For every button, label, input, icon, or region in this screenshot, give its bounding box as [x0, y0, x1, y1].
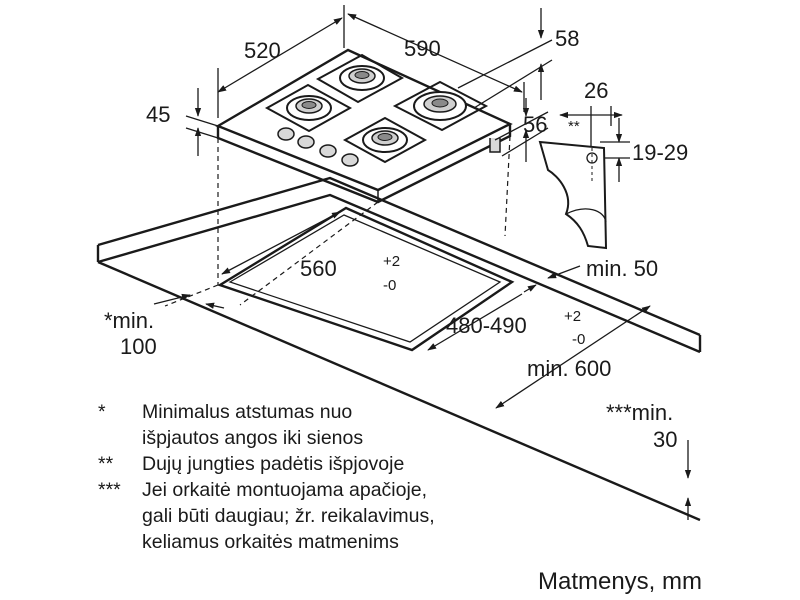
dim-cutout-width-tol-minus: -0	[383, 277, 396, 294]
footnote-mark: **	[98, 453, 114, 475]
dim-cutout-width-tol-plus: +2	[383, 253, 400, 270]
dim-min-back: min. 50	[586, 256, 658, 281]
dim-cutout-depth-tol-plus: +2	[564, 308, 581, 325]
burner-left	[264, 83, 353, 133]
footnote-text: Dujų jungties padėtis išpjovoje	[142, 453, 405, 475]
dim-width: 520	[244, 38, 281, 63]
control-knobs	[277, 127, 359, 167]
dim-cutout-width: 560	[300, 256, 337, 281]
dim-min-side-line1: *min.	[104, 308, 154, 333]
dim-depth: 590	[404, 36, 441, 61]
projection-lines	[164, 135, 511, 307]
dim-min-under-line2: 30	[653, 427, 677, 452]
countertop	[96, 176, 702, 522]
burner-right	[392, 80, 489, 132]
dim-side-gap: 56	[523, 112, 547, 137]
dim-connection-height: 19-29	[632, 140, 688, 165]
dim-cutout-depth-tol-minus: -0	[572, 331, 585, 348]
footnote-text: Minimalus atstumas nuo išpjautos angos i…	[142, 401, 364, 449]
footnote-mark: *	[98, 401, 106, 423]
dim-hob-height: 45	[146, 102, 170, 127]
dim-connection-offset: 26	[584, 78, 608, 103]
hob	[215, 48, 513, 204]
burner-front	[342, 116, 428, 164]
gas-connection-detail	[538, 140, 608, 250]
footnote-mark: ***	[98, 479, 121, 501]
footnotes: * Minimalus atstumas nuo išpjautos angos…	[98, 399, 538, 555]
dim-top-offset: 58	[555, 26, 579, 51]
dim-min-side-line2: 100	[120, 334, 157, 359]
gas-connector	[489, 138, 501, 153]
dim-cutout-depth: 480-490	[446, 313, 527, 338]
dim-connection-marker: **	[568, 118, 580, 135]
dim-min-front: min. 600	[527, 356, 611, 381]
dim-min-under-line1: ***min.	[606, 400, 673, 425]
footnote: ** Dujų jungties padėtis išpjovoje	[98, 451, 538, 477]
dimension-lines	[153, 5, 692, 520]
footnote: *** Jei orkaitė montuojama apačioje, gal…	[98, 477, 538, 555]
footnote: * Minimalus atstumas nuo išpjautos angos…	[98, 399, 538, 451]
footnote-text: Jei orkaitė montuojama apačioje, gali bū…	[142, 479, 435, 553]
units-label: Matmenys, mm	[537, 568, 702, 595]
dimension-labels: 520 590 58 45 56 26 ** 19-29 560 +2 -0 4…	[104, 26, 688, 452]
